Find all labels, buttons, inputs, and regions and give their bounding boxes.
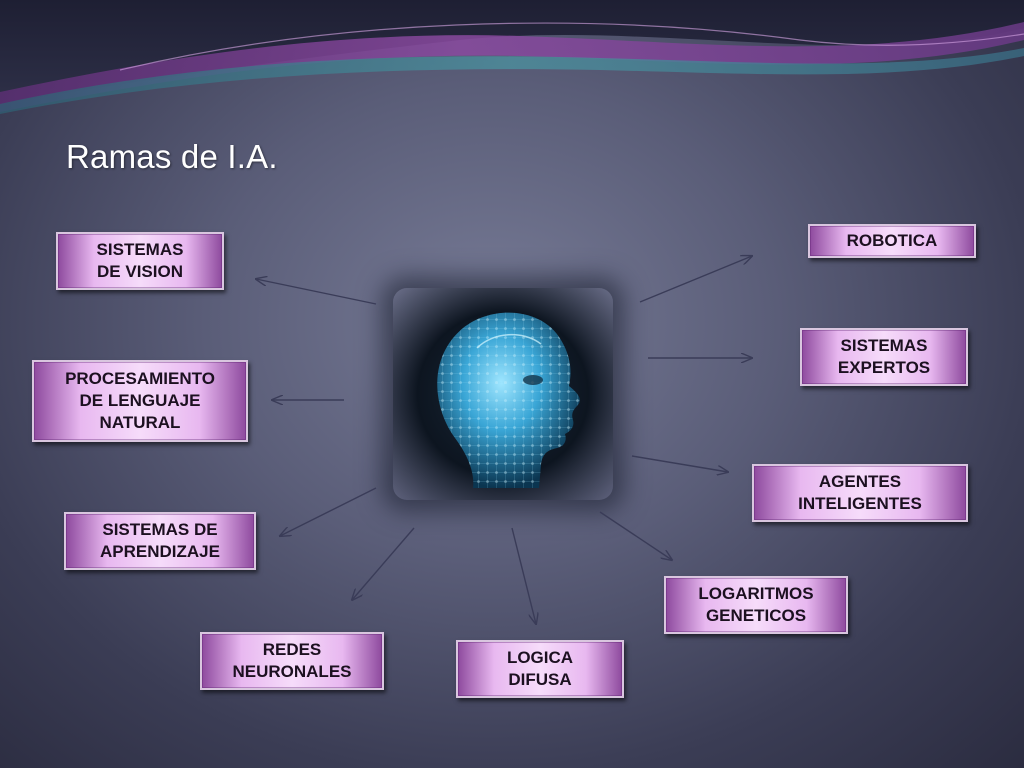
center-image xyxy=(393,288,613,500)
node-label: LOGICA DIFUSA xyxy=(506,648,574,689)
node-label: PROCESAMIENTO DE LENGUAJE NATURAL xyxy=(65,369,215,432)
node-robotica: ROBOTICA xyxy=(808,224,976,258)
node-procesamiento-de-lenguaje-natural: PROCESAMIENTO DE LENGUAJE NATURAL xyxy=(32,360,248,442)
node-label: SISTEMAS EXPERTOS xyxy=(837,336,931,377)
node-label: REDES NEURONALES xyxy=(232,640,352,681)
node-label: LOGARITMOS GENETICOS xyxy=(698,584,814,625)
node-label: SISTEMAS DE APRENDIZAJE xyxy=(100,520,220,561)
node-logica-difusa: LOGICA DIFUSA xyxy=(456,640,624,698)
node-redes-neuronales: REDES NEURONALES xyxy=(200,632,384,690)
node-label: SISTEMAS DE VISION xyxy=(96,240,184,281)
node-sistemas-expertos: SISTEMAS EXPERTOS xyxy=(800,328,968,386)
node-agentes-inteligentes: AGENTES INTELIGENTES xyxy=(752,464,968,522)
node-sistemas-de-aprendizaje: SISTEMAS DE APRENDIZAJE xyxy=(64,512,256,570)
slide-title: Ramas de I.A. xyxy=(66,138,278,175)
node-label: ROBOTICA xyxy=(846,231,938,250)
node-sistemas-de-vision: SISTEMAS DE VISION xyxy=(56,232,224,290)
node-label: AGENTES INTELIGENTES xyxy=(798,472,922,513)
node-logaritmos-geneticos: LOGARITMOS GENETICOS xyxy=(664,576,848,634)
ai-head-icon xyxy=(437,312,580,488)
